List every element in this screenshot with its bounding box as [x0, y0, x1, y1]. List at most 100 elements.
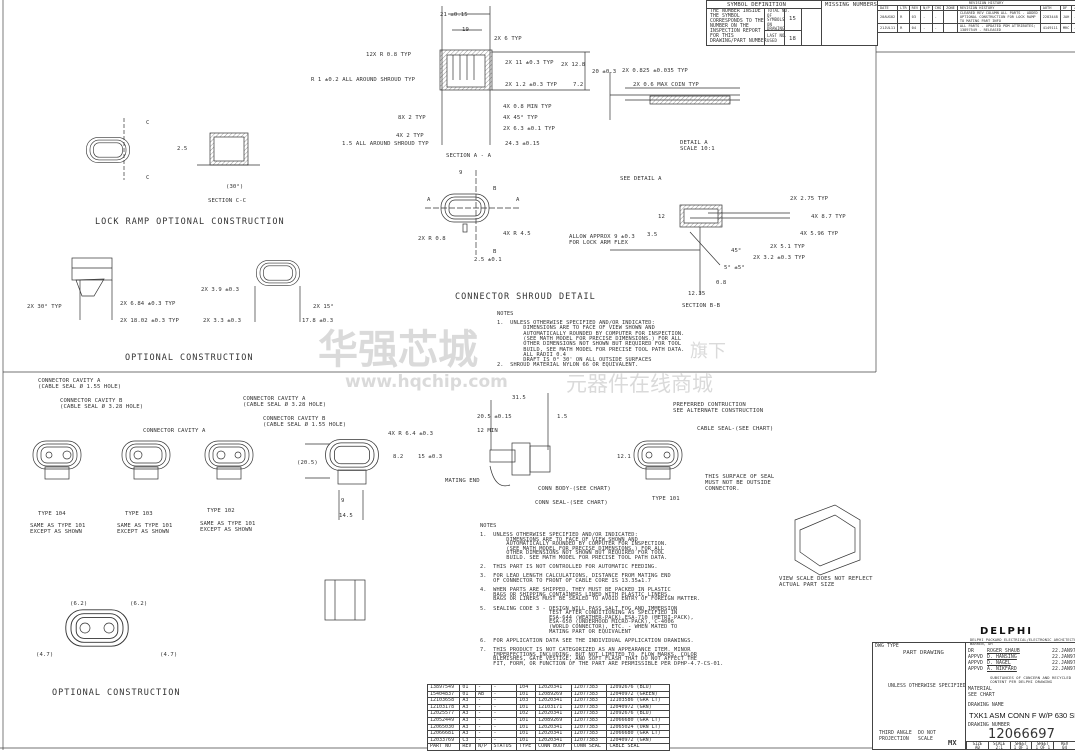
- scale-note: DO NOT SCALE: [918, 731, 936, 743]
- dimension-label: (4.7): [160, 652, 177, 658]
- table-cell: -: [932, 11, 944, 24]
- dimension-label: 2X 3.3 ±0.3: [203, 318, 241, 324]
- table-cell: REV: [460, 744, 476, 751]
- dimension-label: 7.2: [573, 82, 583, 88]
- dimension-label: CONNECTOR CAVITY A: [143, 428, 205, 434]
- notes-title: NOTES: [497, 311, 513, 317]
- dimension-label: 4X 45° TYP: [503, 115, 538, 121]
- view-title: SECTION B-B: [682, 303, 720, 309]
- sheet-cell-value: 04: [1054, 746, 1075, 750]
- dimension-label: CONNECTOR CAVITY A (CABLE SEAL Ø 3.28 HO…: [243, 396, 326, 408]
- dimension-label: A: [516, 197, 519, 203]
- view-title: SAME AS TYPE 101 EXCEPT AS SHOWN: [117, 523, 172, 535]
- dimension-label: 31.5: [512, 395, 526, 401]
- table-cell: 2283448: [1040, 11, 1060, 24]
- doc-type-label: DWG TYPE: [875, 644, 899, 650]
- dimension-label: 4X R 4.5: [503, 231, 531, 237]
- dimension-label: MATING END: [445, 478, 480, 484]
- dimension-label: 1.5: [557, 414, 567, 420]
- projection-label: THIRD ANGLE PROJECTION: [879, 731, 912, 743]
- table-cell: R: [898, 24, 910, 33]
- sheet-cell-value: 1 OF 1: [1032, 746, 1053, 750]
- dimension-label: 2X 1.2 ±0.3 TYP: [505, 82, 557, 88]
- last-used-value: 18: [789, 36, 796, 42]
- dimension-label: 17.8 ±0.3: [302, 318, 333, 324]
- view-title: TYPE 104: [38, 511, 66, 517]
- table-cell: 03: [909, 11, 921, 24]
- dimension-label: CABLE SEAL-(SEE CHART): [697, 426, 773, 432]
- table-cell: [944, 24, 958, 33]
- table-cell: JAH: [1060, 11, 1072, 24]
- dimension-label: 20.5 ±0.15: [477, 414, 512, 420]
- sheet-cell-value: 2:1: [989, 746, 1010, 750]
- note-line: MATING PART OR EQUIVALENT: [480, 629, 631, 635]
- symbol-definition-text: THE NUMBER INSIDE THE SYMBOL CORRESPONDS…: [710, 9, 767, 44]
- dimension-label: CONNECTOR CAVITY B (CABLE SEAL Ø 1.55 HO…: [263, 416, 346, 428]
- type-101-side-view: [490, 393, 550, 486]
- note-line: BAGS OR LINERS MUST BE SEALED TO AVOID E…: [480, 596, 700, 602]
- view-title: PREFERRED CONTRUCTION SEE ALTERNATE CONS…: [673, 402, 763, 414]
- drawing-number: 12066697: [988, 728, 1055, 741]
- table-cell: R: [898, 11, 910, 24]
- dimension-label: 2.5 ±0.1: [474, 257, 502, 263]
- sheet-cell-value: A0: [967, 746, 988, 750]
- dimension-label: (4.7): [36, 652, 53, 658]
- dimension-label: 2X 0.6 MAX COIN TYP: [633, 82, 699, 88]
- note-line: 2. THIS PART IS NOT CONTROLLED FOR AUTOM…: [480, 564, 658, 570]
- dimension-label: 2X 6.3 ±0.1 TYP: [503, 126, 555, 132]
- dimension-label: 19: [462, 27, 469, 33]
- detail-a-view: [610, 72, 740, 120]
- dimension-label: 3.5: [647, 232, 657, 238]
- drawing-name: TXK1 ASM CONN F W/P 630 SLD: [969, 711, 1075, 720]
- dimension-label: 20 ±0.3: [592, 69, 616, 75]
- approver-date: 22.JAN97: [1052, 667, 1075, 673]
- optional-construction-view: [72, 258, 300, 322]
- side-connector-view: [325, 580, 365, 620]
- dimension-label: 12 MIN: [477, 428, 498, 434]
- dimension-label: 4X 8.7 TYP: [811, 214, 846, 220]
- type-101-front-view: [305, 440, 378, 520]
- notes-title: NOTES: [480, 523, 496, 529]
- unless-specified: UNLESS OTHERWISE SPECIFIED: [888, 684, 966, 690]
- view-title: OPTIONAL CONSTRUCTION: [52, 690, 180, 696]
- symbol-definition-box: SYMBOL DEFINITION MISSING NUMBERS THE NU…: [706, 0, 878, 46]
- dimension-label: 8X 2 TYP: [398, 115, 426, 121]
- drawing-name-label: DRAWING NAME: [968, 703, 1004, 709]
- table-cell: ALL PARTS - UPDATED PDM ATTRIBUTES; 1389…: [957, 24, 1040, 33]
- view-title: SECTION C-C: [208, 198, 246, 204]
- dimension-label: R 1 ±0.2 ALL AROUND SHROUD TYP: [311, 77, 415, 83]
- table-cell: CLEARED REV COLUMN ALL PARTS - ADDED OPT…: [957, 11, 1040, 24]
- table-cell: -: [921, 24, 933, 33]
- table-cell: N/P: [475, 744, 491, 751]
- dimension-label: 2X 15°: [313, 304, 334, 310]
- view-title: TYPE 102: [207, 508, 235, 514]
- dimension-label: (6.2): [70, 601, 87, 607]
- dimension-label: 15 ±0.3: [418, 454, 442, 460]
- title-block-left: DWG TYPE PART DRAWING UNLESS OTHERWISE S…: [872, 642, 967, 750]
- watermark-url: www.hqchip.com: [345, 374, 508, 391]
- dimension-label: 2X 6.84 ±0.3 TYP: [120, 301, 175, 307]
- lock-ramp-view: [86, 118, 260, 180]
- total-symbols-value: 15: [789, 16, 796, 22]
- watermark-cn: 华强芯城: [318, 330, 478, 370]
- dimension-label: 12: [658, 214, 665, 220]
- dimension-label: (20.5): [297, 460, 318, 466]
- section-b-b-view: [610, 205, 790, 295]
- dimension-label: A: [427, 197, 430, 203]
- note-line: FIT, FORM, OR FUNCTION OF THE PART ARE P…: [480, 661, 723, 667]
- dimension-label: (6.2): [130, 601, 147, 607]
- view-title: CONNECTOR SHROUD DETAIL: [455, 294, 596, 300]
- dimension-label: ALLOW APPROX 9 ±0.3 FOR LOCK ARM FLEX: [569, 234, 635, 246]
- dimension-label: 12X R 0.8 TYP: [366, 52, 411, 58]
- dimension-label: 2X 30° TYP: [27, 304, 62, 310]
- dimension-label: 2X 18.02 ±0.3 TYP: [120, 318, 179, 324]
- table-cell: 04: [909, 24, 921, 33]
- dimension-label: B: [493, 249, 496, 255]
- dimension-label: 5° ±5°: [724, 265, 745, 271]
- dimension-label: 9: [459, 170, 462, 176]
- dimension-label: 4X 0.8 MIN TYP: [503, 104, 552, 110]
